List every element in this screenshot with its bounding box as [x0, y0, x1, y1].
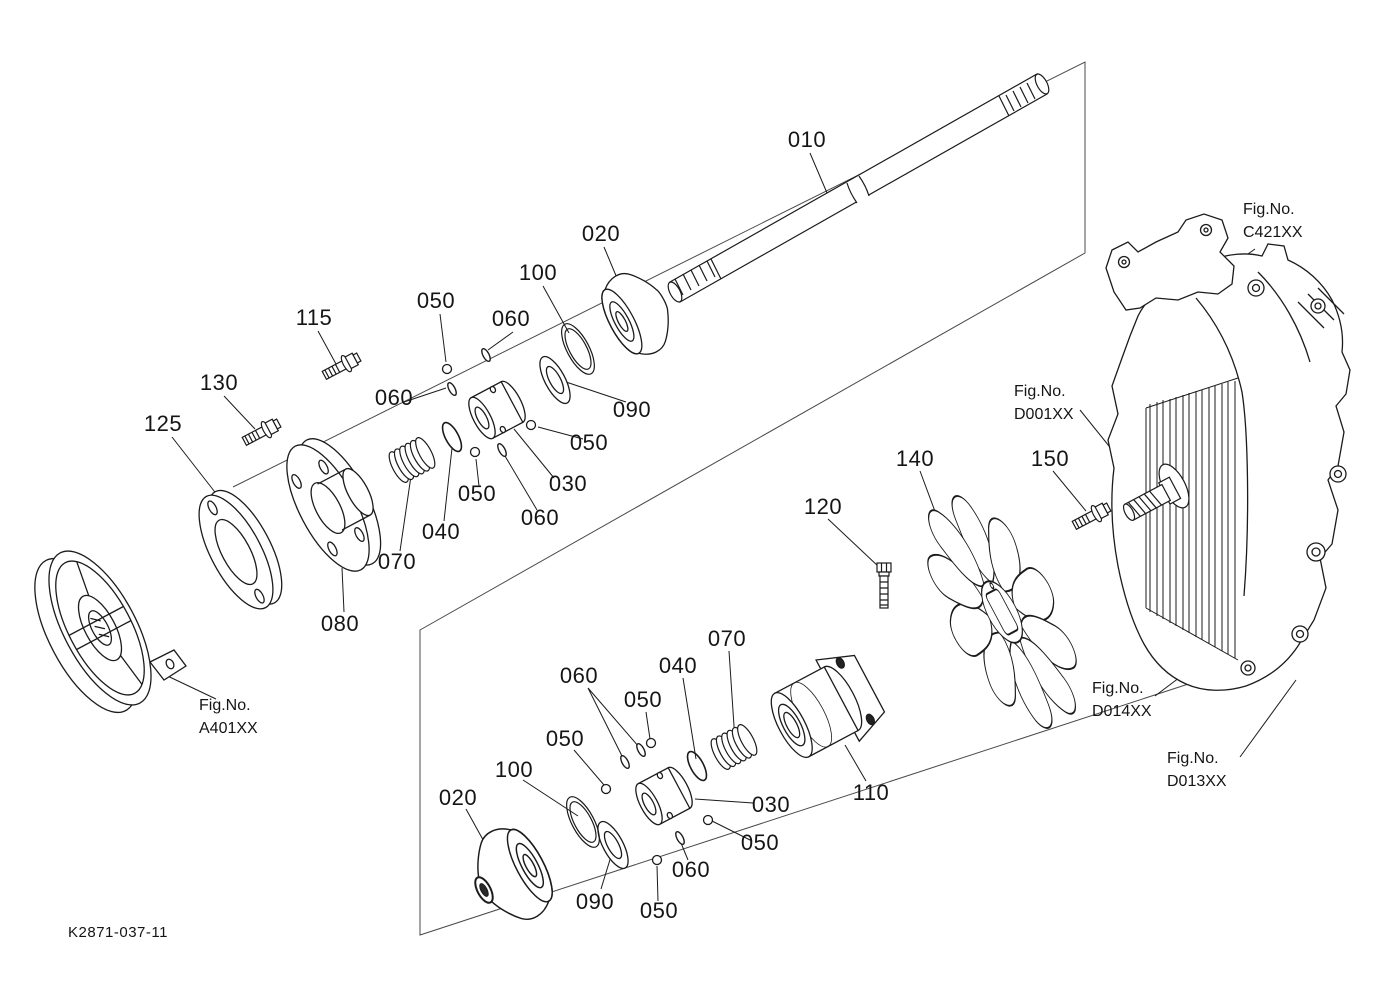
snap-ring-100-lower: [559, 791, 607, 853]
housing-a401: [34, 550, 187, 714]
snap-ring-100-upper: [554, 318, 602, 380]
ring-040-lower: [682, 748, 712, 784]
ball-050-lower-a: [645, 737, 657, 749]
ball-050-lower-d: [651, 854, 663, 866]
bolt-120: [876, 562, 892, 609]
input-shaft-d001: [1122, 463, 1190, 521]
washer-090-upper: [533, 351, 577, 409]
oring-060-lower-c: [675, 830, 685, 846]
oring-060-lower-b: [636, 742, 646, 758]
flange-125: [198, 489, 283, 610]
oring-060-upper-c: [497, 442, 507, 458]
oring-060-lower-a: [620, 754, 630, 770]
oring-060-upper-a: [481, 347, 491, 363]
spring-070-upper: [384, 434, 440, 486]
coupler-030-upper: [462, 376, 532, 444]
ball-050-upper-b: [525, 419, 537, 431]
cooling-fins: [1145, 377, 1239, 661]
ring-040-upper: [437, 419, 467, 455]
ball-050-upper-a: [441, 363, 453, 375]
bolt-150: [1069, 498, 1114, 534]
flange-080: [286, 438, 382, 572]
oring-060-upper-b: [447, 381, 457, 397]
transmission-housing: [1107, 239, 1351, 691]
shaft-010: [667, 73, 1050, 303]
spring-070-lower: [706, 721, 762, 773]
ball-050-lower-c: [702, 814, 714, 826]
ball-050-lower-b: [600, 783, 612, 795]
fan-140: [921, 490, 1083, 734]
coupler-030-lower: [629, 762, 699, 830]
boot-020-upper: [590, 260, 685, 366]
bolt-115: [319, 348, 364, 384]
coupler-110: [770, 654, 886, 759]
boot-020-lower-hub: [474, 876, 494, 904]
boot-020-lower: [459, 816, 566, 934]
drawing-number: K2871-037-11: [68, 924, 168, 941]
bracket-c421: [1105, 213, 1235, 311]
ball-050-upper-c: [469, 446, 481, 458]
